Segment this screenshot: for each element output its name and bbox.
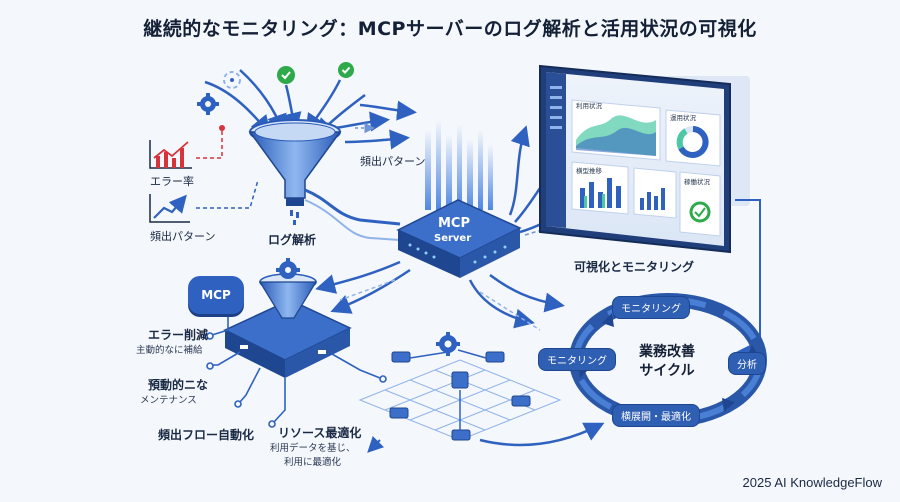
footer-credit: 2025 AI KnowledgeFlow <box>742 475 882 490</box>
frequent-pattern-dashed-link <box>196 179 259 209</box>
dashboard-panel-status: 運用状況 <box>670 114 696 122</box>
network-to-cycle-arrow <box>479 422 605 447</box>
dashboard-window <box>539 64 750 254</box>
cycle-center-line2: サイクル <box>639 363 695 379</box>
check-icon-2 <box>338 62 354 78</box>
label-resource-opt-sub2: 利用に最適化 <box>284 457 342 468</box>
label-proactive-sub: メンテナンス <box>140 395 197 406</box>
server-to-lower-pipes <box>315 260 565 329</box>
label-error-reduction: エラー削減 <box>148 328 209 342</box>
mcp-server-box <box>396 199 522 278</box>
label-error-reduction-sub: 主動的なに補給 <box>136 345 203 356</box>
target-icon <box>223 71 241 89</box>
cycle-step-right: 分析 <box>728 352 766 375</box>
funnel-to-server-pipes <box>304 188 401 241</box>
error-rate-dashed-link <box>196 130 223 159</box>
lower-funnel-hub <box>223 258 352 378</box>
error-rate-chart-icon <box>149 140 192 169</box>
server-data-beams <box>425 120 493 210</box>
label-frequent-flow: 頻出フロー自動化 <box>158 428 255 442</box>
cycle-step-bottom: 横展開・最適化 <box>612 404 700 427</box>
server-label-line1: MCP <box>438 216 471 231</box>
label-resource-opt-sub1: 利用データを基じ、 <box>270 443 356 454</box>
mcp-chip: MCP <box>188 276 244 314</box>
server-label-line2: Server <box>434 233 472 244</box>
label-resource-opt: リソース最適化 <box>278 426 362 440</box>
dashboard-panel-usage: 利用状況 <box>576 102 602 110</box>
cycle-step-top: モニタリング <box>612 296 690 319</box>
funnel-output-arrows-right <box>334 100 417 150</box>
check-icon-1 <box>277 66 295 84</box>
gear-icon-bottom <box>436 332 460 356</box>
dashboard-panel-trend: 横型推移 <box>576 167 602 175</box>
gear-icon-top <box>197 93 219 115</box>
label-error-rate: エラー率 <box>150 175 194 188</box>
frequent-pattern-chart-icon <box>149 194 190 223</box>
network-devices <box>389 351 531 441</box>
top-funnel <box>248 119 342 225</box>
dashboard-panel-health: 稼働状況 <box>684 178 710 186</box>
label-frequent-pattern-left: 頻出パターン <box>150 230 216 243</box>
cycle-center-line1: 業務改善 <box>639 344 695 360</box>
label-frequent-pattern-top: 頻出パターン <box>360 155 426 168</box>
hub-connectors <box>206 297 387 428</box>
label-log-analysis: ログ解析 <box>268 233 317 247</box>
label-proactive: 預動的ニな <box>148 378 209 392</box>
label-viz-monitoring: 可視化とモニタリング <box>574 260 695 274</box>
cycle-center-label: 業務改善 サイクル <box>612 343 722 381</box>
diagram-title: 継続的なモニタリング：MCPサーバーのログ解析と活用状況の可視化 <box>143 18 757 40</box>
cycle-step-left: モニタリング <box>538 348 616 371</box>
